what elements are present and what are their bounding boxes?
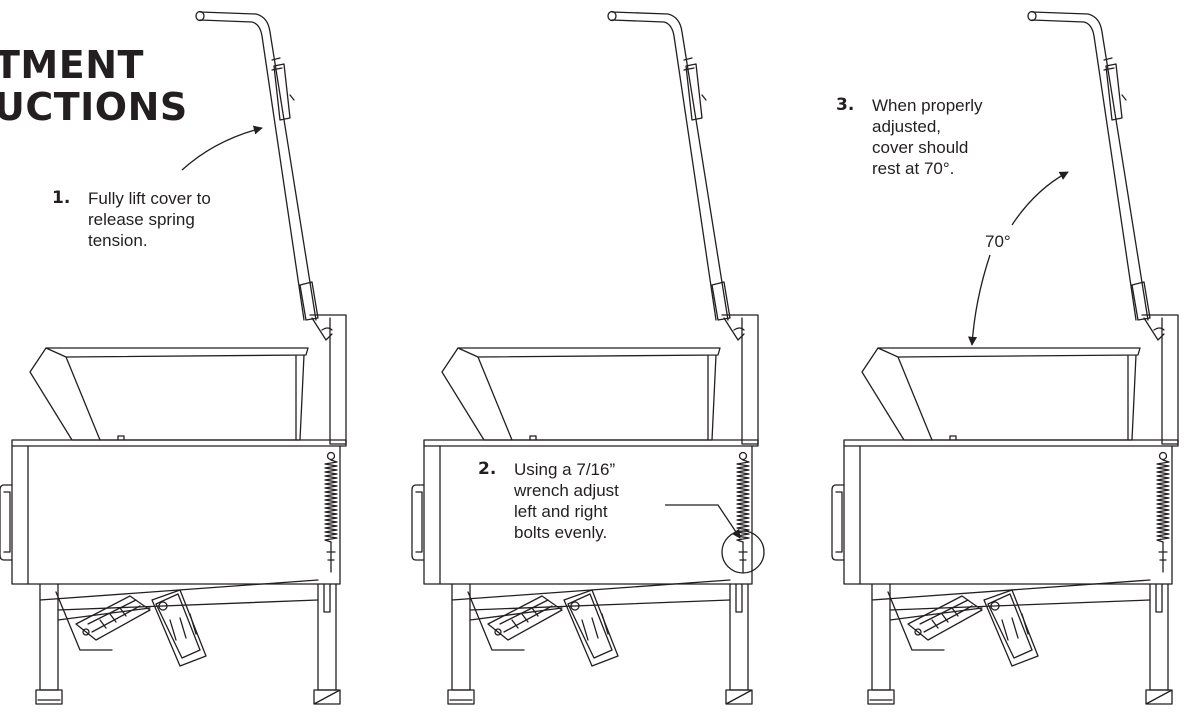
unit-1-legs	[35, 579, 341, 705]
title-line-1: TMENT	[0, 43, 144, 87]
step-1-number: 1.	[52, 188, 71, 208]
unit-2-legs	[447, 579, 753, 705]
bolt-detail-circle	[721, 530, 765, 574]
unit-3-legs	[867, 579, 1173, 705]
unit-2	[411, 10, 759, 705]
unit-1-cabinet	[0, 435, 347, 585]
step-3: 3. When properly adjusted, cover should …	[836, 95, 983, 179]
unit-2-pan	[441, 314, 759, 445]
step1-arrow	[181, 125, 263, 171]
unit-2-cabinet	[411, 435, 759, 585]
step-2: 2. Using a 7/16” wrench adjust left and …	[478, 459, 619, 543]
unit-3-drain	[907, 589, 1039, 667]
unit-1-spring	[324, 451, 338, 573]
step-3-text: When properly adjusted, cover should res…	[872, 96, 983, 178]
unit-2-drain	[487, 589, 619, 667]
unit-3	[831, 10, 1179, 705]
unit-2-spring	[736, 451, 750, 573]
angle-arc-upper	[1011, 171, 1069, 226]
step2-arrow	[665, 504, 741, 539]
unit-1-drain	[75, 589, 207, 667]
step-2-number: 2.	[478, 459, 497, 479]
unit-3-lid-handle	[1027, 10, 1151, 321]
unit-1-pan	[29, 314, 347, 445]
angle-arc-lower	[968, 254, 991, 346]
step-1: 1. Fully lift cover to release spring te…	[52, 188, 211, 251]
unit-3-cabinet	[831, 435, 1179, 585]
unit-1	[0, 10, 347, 705]
unit-2-lid-handle	[607, 10, 731, 321]
unit-3-pan	[861, 314, 1179, 445]
step-1-text: Fully lift cover to release spring tensi…	[88, 189, 211, 250]
angle-label: 70°	[985, 232, 1011, 251]
step-2-text: Using a 7/16” wrench adjust left and rig…	[514, 460, 619, 542]
title-line-2: UCTIONS	[0, 85, 188, 129]
step-3-number: 3.	[836, 95, 855, 115]
unit-1-lid-handle	[195, 10, 319, 321]
unit-3-spring	[1156, 451, 1170, 573]
